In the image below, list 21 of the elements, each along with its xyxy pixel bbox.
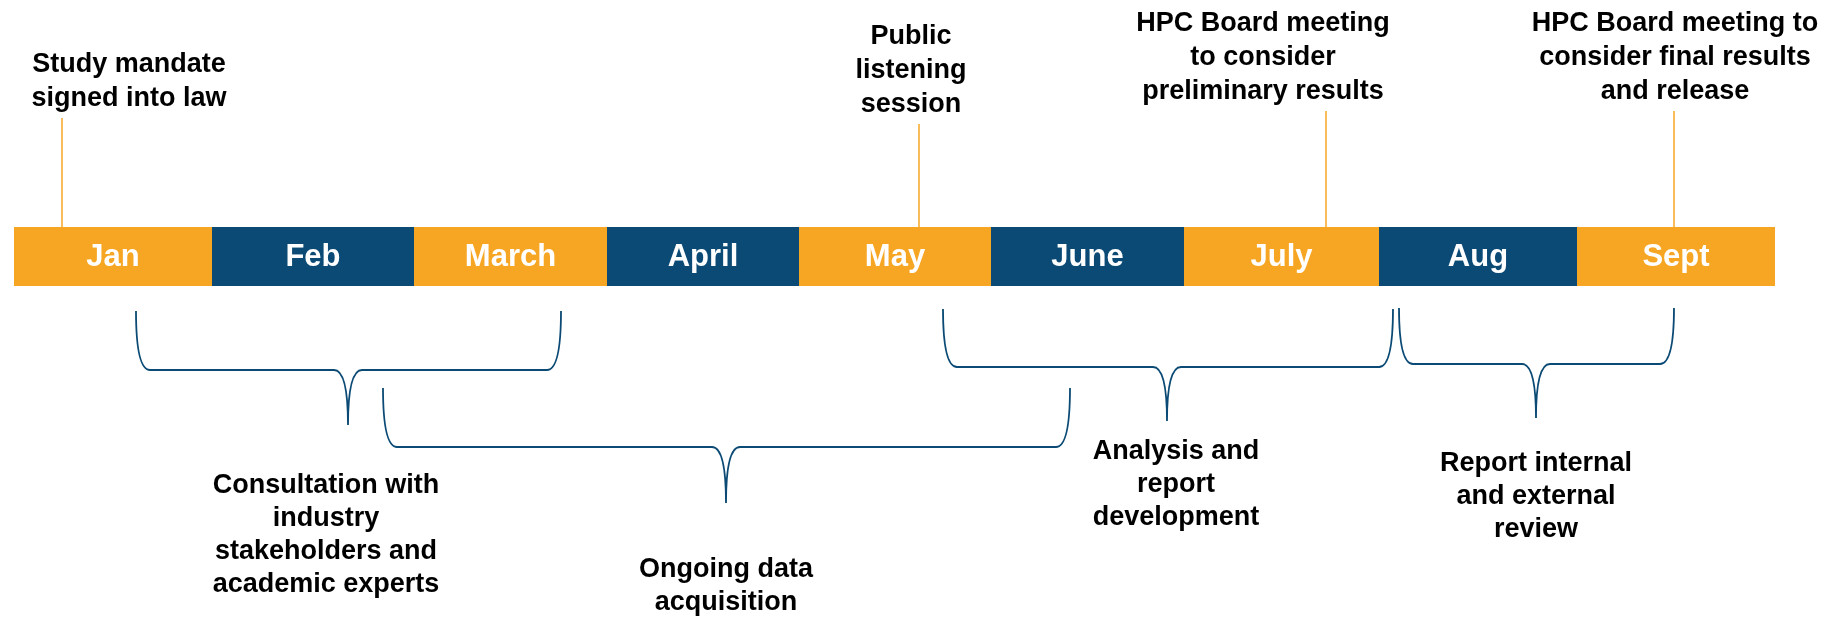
month-segment: Sept xyxy=(1577,227,1775,286)
event-label: Public listening session xyxy=(836,18,986,120)
month-segment: July xyxy=(1184,227,1379,286)
month-segment: Jan xyxy=(14,227,212,286)
month-segment: June xyxy=(991,227,1184,286)
month-segment: April xyxy=(607,227,799,286)
month-segment: May xyxy=(799,227,991,286)
leader-line xyxy=(1325,110,1327,228)
month-segment: Feb xyxy=(212,227,414,286)
leader-line xyxy=(918,123,920,228)
phase-label: Ongoing data acquisition xyxy=(638,552,815,618)
phase-label: Report internal and external review xyxy=(1439,446,1633,545)
event-label: HPC Board meeting to consider final results and release xyxy=(1520,5,1830,107)
phase-label: Consultation with industry stakeholders and academic experts xyxy=(211,468,441,600)
month-segment: Aug xyxy=(1379,227,1577,286)
month-segment: March xyxy=(414,227,607,286)
phase-label: Analysis and report development xyxy=(1091,434,1261,533)
leader-line xyxy=(61,117,63,228)
leader-line xyxy=(1673,110,1675,228)
event-label: Study mandate signed into law xyxy=(4,46,254,114)
event-label: HPC Board meeting to consider preliminary results xyxy=(1128,5,1398,107)
